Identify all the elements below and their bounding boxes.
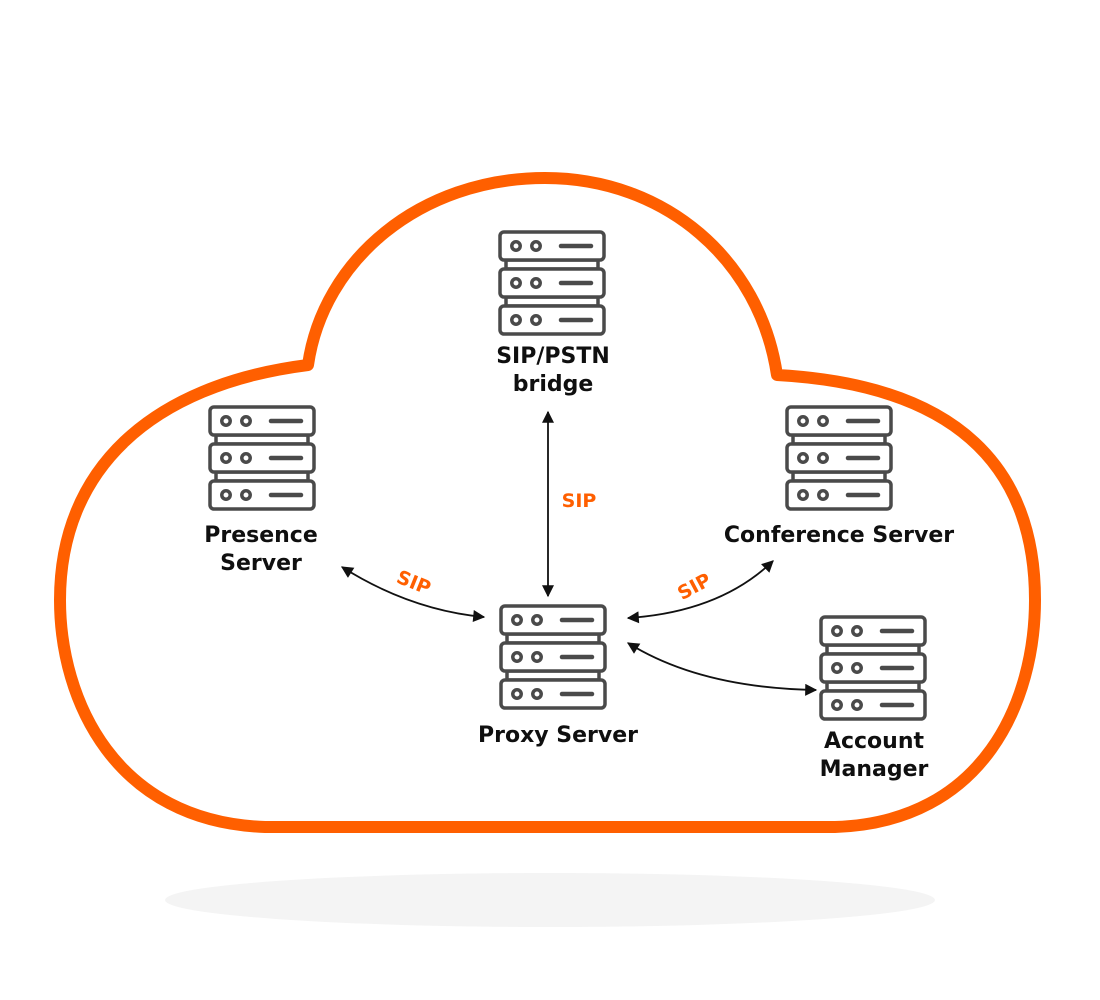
server-led: [797, 489, 809, 501]
edges: [340, 410, 818, 696]
edge-proxy-conference: [626, 560, 774, 624]
node-label-sip-pstn-bridge: SIP/PSTN: [496, 344, 610, 369]
server-led: [240, 415, 252, 427]
server-unit: [785, 405, 893, 437]
cloud-outline: [54, 172, 1041, 833]
server-led: [851, 699, 863, 711]
edge-label-bridge: SIP: [562, 490, 597, 512]
edge-proxy-account: [626, 642, 818, 696]
server-led: [511, 688, 523, 700]
node-label-presence-server-line2: Server: [220, 551, 302, 576]
server-led: [510, 240, 522, 252]
server-led: [511, 614, 523, 626]
server-unit: [208, 442, 316, 474]
server-led: [510, 314, 522, 326]
server-unit: [819, 615, 927, 647]
node-label-presence-server: Presence: [204, 523, 318, 548]
server-led: [530, 314, 542, 326]
server-led: [831, 699, 843, 711]
ground-shadow: [165, 873, 935, 927]
server-led: [240, 452, 252, 464]
server-unit: [208, 405, 316, 437]
server-rack-icon: [819, 615, 927, 721]
server-unit: [785, 442, 893, 474]
node-label-account-manager: Account: [824, 729, 925, 754]
server-unit: [498, 304, 606, 336]
server-led: [240, 489, 252, 501]
server-led: [530, 277, 542, 289]
edge-label-presence: SIP: [393, 566, 433, 599]
edge-proxy-presence: [340, 566, 486, 622]
server-unit: [499, 678, 607, 710]
server-led: [831, 625, 843, 637]
server-unit: [819, 689, 927, 721]
server-unit: [819, 652, 927, 684]
server-led: [220, 452, 232, 464]
node-label-conference-server: Conference Server: [724, 523, 954, 548]
server-led: [531, 688, 543, 700]
server-led: [531, 651, 543, 663]
server-unit: [498, 230, 606, 262]
node-label-account-manager-line2: Manager: [820, 757, 929, 782]
server-rack-icon: [499, 604, 607, 710]
server-led: [531, 614, 543, 626]
edge-label-conference: SIP: [674, 569, 715, 605]
server-icons: [208, 230, 927, 721]
node-label-proxy-server: Proxy Server: [478, 723, 638, 748]
server-led: [817, 415, 829, 427]
server-unit: [499, 641, 607, 673]
server-led: [220, 415, 232, 427]
server-unit: [785, 479, 893, 511]
server-rack-icon: [785, 405, 893, 511]
node-label-sip-pstn-bridge-line2: bridge: [513, 372, 594, 397]
server-unit: [208, 479, 316, 511]
server-led: [797, 415, 809, 427]
server-led: [817, 489, 829, 501]
node-labels: SIP/PSTN bridge Presence Server Conferen…: [204, 344, 954, 782]
server-unit: [499, 604, 607, 636]
server-led: [817, 452, 829, 464]
server-led: [530, 240, 542, 252]
sip-labels: SIP SIP SIP: [393, 490, 715, 605]
server-rack-icon: [208, 405, 316, 511]
server-led: [851, 625, 863, 637]
server-unit: [498, 267, 606, 299]
server-led: [797, 452, 809, 464]
server-led: [511, 651, 523, 663]
server-rack-icon: [498, 230, 606, 336]
server-led: [510, 277, 522, 289]
server-led: [831, 662, 843, 674]
server-led: [851, 662, 863, 674]
server-led: [220, 489, 232, 501]
